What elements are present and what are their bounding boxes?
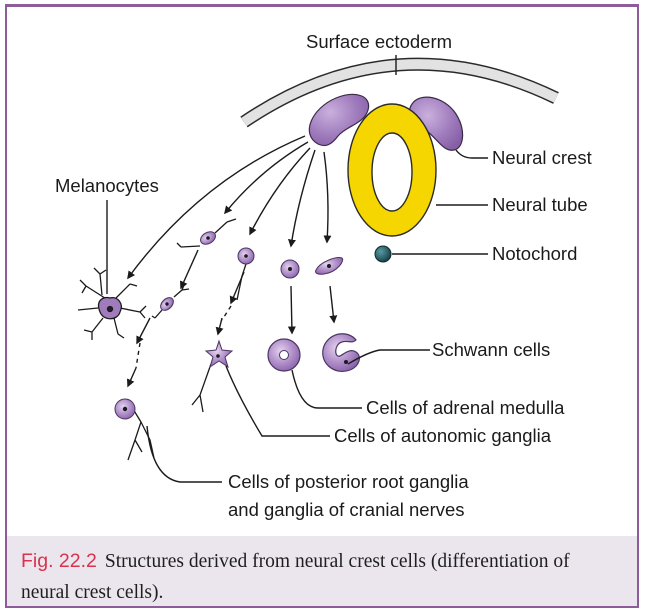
label-adrenal-medulla: Cells of adrenal medulla [366,397,565,418]
migrating-cell-5 [315,258,342,275]
label-melanocytes: Melanocytes [55,175,159,196]
caption-text: Structures derived from neural crest cel… [21,551,570,603]
label-surface-ectoderm: Surface ectoderm [306,31,452,52]
adrenal-medulla-cell [268,339,300,371]
migrating-cell-1 [177,219,236,247]
migration-arrows [128,136,334,386]
label-autonomic-ganglia: Cells of autonomic ganglia [334,425,552,446]
label-neural-crest: Neural crest [492,147,592,168]
label-neural-tube: Neural tube [492,194,588,215]
label-schwann-cells: Schwann cells [432,339,550,360]
autonomic-ganglion-cell [192,341,232,412]
neural-tube [348,104,436,236]
posterior-root-ganglion-cell [115,399,154,460]
neural-crest-diagram: Surface ectoderm Neural crest Neural tub… [0,0,646,540]
schwann-cell [323,334,360,372]
migrating-cell-3 [237,248,254,300]
notochord [375,246,391,262]
migrating-cell-4 [281,260,299,278]
label-notochord: Notochord [492,243,577,264]
label-posterior-root-line1: Cells of posterior root ganglia [228,471,469,492]
migrating-cell-2 [152,285,189,318]
melanocyte-cell [78,268,146,340]
figure-number: Fig. 22.2 [21,550,97,572]
label-posterior-root-line2: and ganglia of cranial nerves [228,499,465,520]
